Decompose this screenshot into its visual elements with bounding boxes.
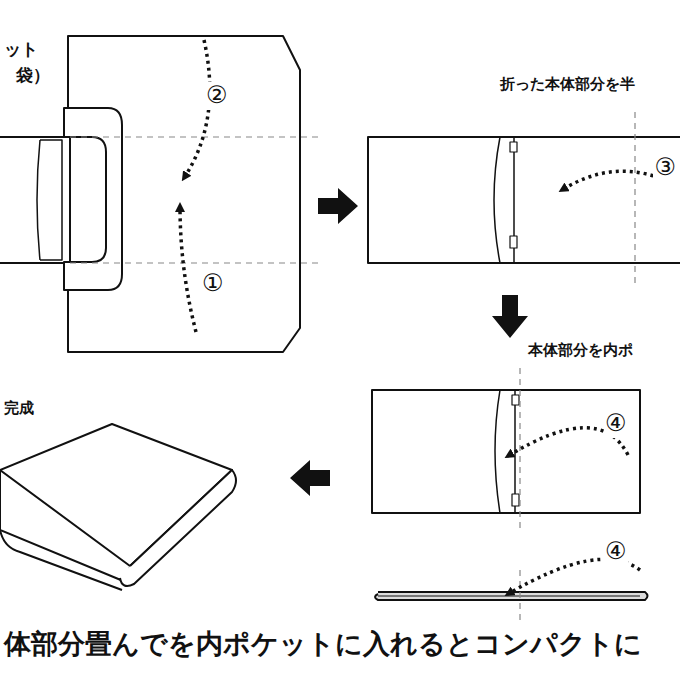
part-name: 袋） [16,66,50,86]
part-name: ット [4,40,38,60]
callout-number: ② [205,82,229,110]
step-note: 折った本体部分を半 [500,76,635,93]
callout-number: ④ [604,538,628,566]
body-sheet [68,36,300,352]
step-note: 本体部分を内ポ [528,342,633,359]
caption: 体部分畳んでを内ポケットに入れるとコンパクトに [4,628,642,659]
callout-number: ③ [653,154,677,182]
pocket-strip [0,137,70,263]
step-note: 完成 [4,400,34,417]
side-view [375,592,648,600]
callout-number: ① [201,270,225,298]
callout-number: ④ [604,410,628,438]
half-folded-body [372,390,640,513]
folded-body [368,137,680,263]
